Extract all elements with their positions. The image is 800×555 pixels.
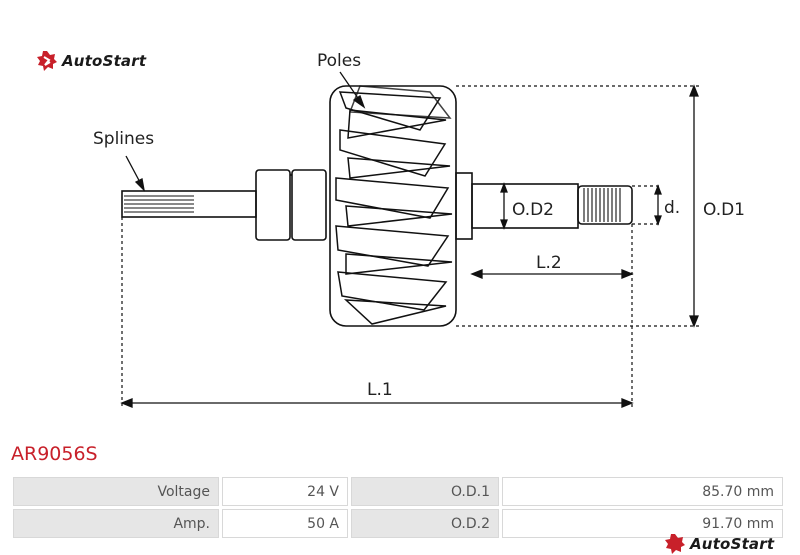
- table-row: Amp. 50 A O.D.2 91.70 mm: [13, 509, 783, 538]
- threads: [583, 188, 621, 222]
- spec-value: 50 A: [222, 509, 348, 538]
- od1-arrow-top: [689, 84, 699, 97]
- spec-value: 91.70 mm: [502, 509, 783, 538]
- spec-value: 85.70 mm: [502, 477, 783, 506]
- spec-label: Amp.: [13, 509, 219, 538]
- splines-label: Splines: [93, 129, 154, 149]
- od1-arrow-bottom: [689, 315, 699, 328]
- table-row: Voltage 24 V O.D.1 85.70 mm: [13, 477, 783, 506]
- part-code: AR9056S: [11, 443, 98, 465]
- spec-label: O.D.2: [351, 509, 499, 538]
- threaded-end: [577, 185, 633, 225]
- spec-label: Voltage: [13, 477, 219, 506]
- autostart-logo: AutoStart: [36, 50, 146, 72]
- right-collar: [455, 172, 473, 240]
- splines: [124, 195, 194, 213]
- spec-value: 24 V: [222, 477, 348, 506]
- od2-label: O.D2: [512, 200, 554, 220]
- spec-label: O.D.1: [351, 477, 499, 506]
- collar-left: [255, 169, 291, 241]
- l2-label: L.2: [536, 253, 562, 273]
- claw-poles: [335, 85, 453, 325]
- od1-label: O.D1: [703, 200, 745, 220]
- poles-label: Poles: [317, 51, 361, 71]
- autostart-logo-text: AutoStart: [62, 52, 147, 70]
- autostart-logo-footer: AutoStart: [664, 533, 774, 555]
- autostart-logo-text: AutoStart: [690, 535, 775, 553]
- l1-label: L.1: [367, 380, 393, 400]
- collar-right: [291, 169, 327, 241]
- autostart-logo-icon: [37, 51, 57, 71]
- specs-table: Voltage 24 V O.D.1 85.70 mm Amp. 50 A O.…: [10, 474, 786, 541]
- d-label: d.: [664, 198, 680, 218]
- autostart-logo-icon: [665, 534, 685, 554]
- rotor-diagram: Poles Splines O.D1 O.D2 d. L.2 L.1: [93, 51, 745, 408]
